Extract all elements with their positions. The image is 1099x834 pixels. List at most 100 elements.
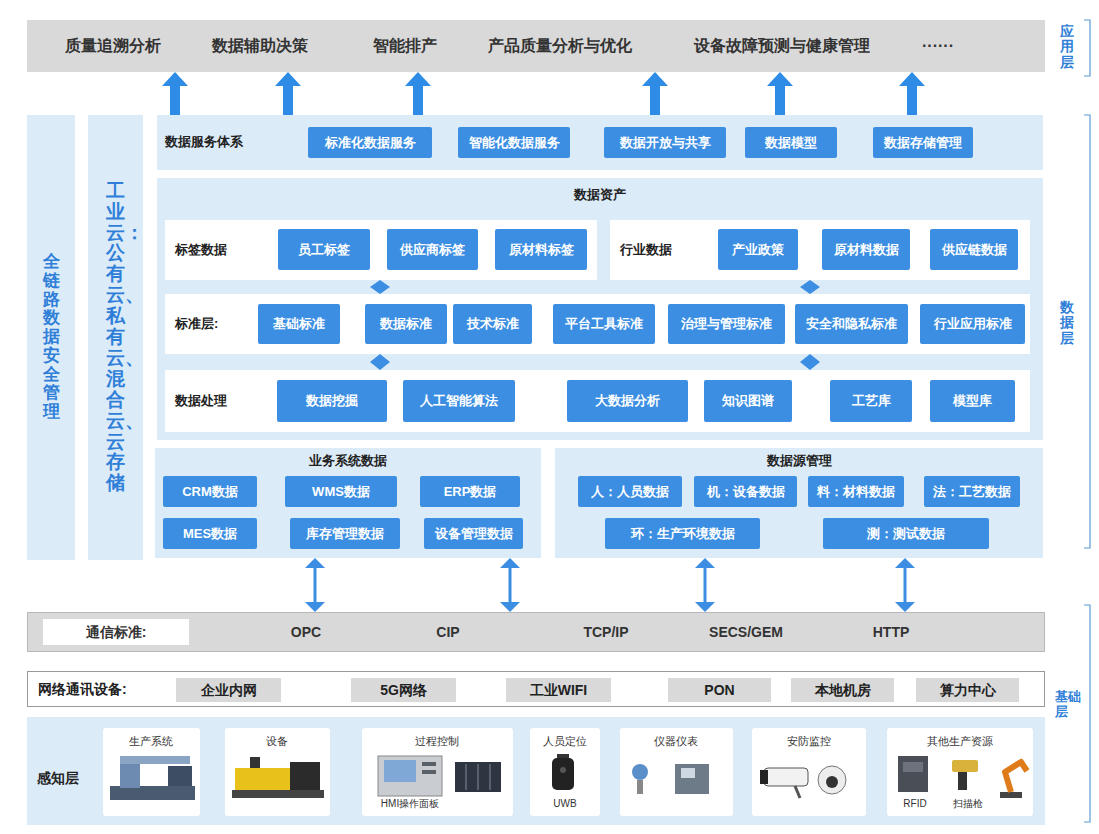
text-slot: 法：工艺数据 xyxy=(933,484,1011,500)
source-band: CRM数据WMS数据ERP数据MES数据库存管理数据设备管理数据业务系统数据 xyxy=(155,448,541,558)
text-slot: UWB xyxy=(553,798,576,810)
node-label: 企业内网 xyxy=(201,682,257,699)
arrow-head xyxy=(895,602,915,612)
text-slot: 仪器仪表 xyxy=(654,735,698,748)
camera-lens xyxy=(760,770,768,784)
text-slot: 机：设备数据 xyxy=(707,484,785,500)
node-label: WMS数据 xyxy=(312,484,370,500)
machine-cabinet xyxy=(168,766,192,786)
text-slot: 原材料标签 xyxy=(509,242,574,258)
text-slot: 数据处理 xyxy=(175,393,227,409)
node-label: RFID xyxy=(903,798,926,810)
layer-bracket xyxy=(1084,20,1090,822)
process-control-icon xyxy=(378,756,501,796)
arrow-shaft xyxy=(904,568,907,602)
text-slot: 安防监控 xyxy=(787,735,831,748)
hmi-screen xyxy=(384,760,416,782)
text-slot: 企业内网 xyxy=(201,682,257,699)
arrow-head xyxy=(405,72,431,86)
text-slot: 原材料数据 xyxy=(834,242,899,258)
text-slot: 5G网络 xyxy=(380,682,427,699)
node-label: 行业应用标准 xyxy=(934,316,1012,332)
arrow-head xyxy=(895,558,915,568)
network-device-box: 本地机房 xyxy=(791,678,894,702)
text-slot: 扫描枪 xyxy=(953,798,983,810)
text-slot: 技术标准 xyxy=(467,316,519,332)
instrument-icon xyxy=(632,764,709,794)
data-module-box: 知识图谱 xyxy=(704,380,792,422)
robot-arm xyxy=(1005,762,1027,792)
data-module-box: 行业应用标准 xyxy=(920,304,1025,344)
node-label: 工艺库 xyxy=(852,393,891,409)
scanner-handle xyxy=(958,772,967,790)
network-band: 企业内网5G网络工业WIFIPON本地机房算力中心网络通讯设备: xyxy=(27,671,1045,707)
flow-arrow xyxy=(800,354,820,370)
machine-base xyxy=(110,786,195,800)
meter-box xyxy=(675,764,709,794)
sensing-card: 生产系统 xyxy=(103,728,200,816)
flow-arrow xyxy=(695,558,715,612)
data-module-box: 法：工艺数据 xyxy=(924,476,1020,507)
data-module-box: 模型库 xyxy=(930,380,1015,422)
protocol-band: 通信标准:OPCCIPTCP/IPSECS/GEMHTTP xyxy=(27,612,1045,652)
text-slot: RFID xyxy=(903,798,926,810)
text-slot: TCP/IP xyxy=(583,624,628,641)
machine-column xyxy=(120,756,140,788)
text-slot: CIP xyxy=(436,624,459,641)
text-slot: 数据服务体系 xyxy=(165,134,243,150)
data-module-box: 原材料数据 xyxy=(822,229,910,270)
text-slot: 算力中心 xyxy=(940,682,996,699)
data-module-box: 产业政策 xyxy=(718,229,798,270)
text-slot: ······ xyxy=(922,36,954,55)
text-slot: 平台工具标准 xyxy=(565,316,643,332)
data-module-box: 原材料标签 xyxy=(495,229,587,270)
node-label: 模型库 xyxy=(953,393,992,409)
text-slot: 知识图谱 xyxy=(722,393,774,409)
data-module-box: 标准化数据服务 xyxy=(308,127,432,158)
node-label: 工业WIFI xyxy=(530,682,588,699)
sensing-card: 安防监控 xyxy=(752,728,866,816)
node-label: 技术标准 xyxy=(467,316,519,332)
text-slot: 人工智能算法 xyxy=(420,393,498,409)
layer-label-slot: 应用层 xyxy=(1060,24,1074,70)
text-slot: 工艺库 xyxy=(852,393,891,409)
camera-mount xyxy=(795,786,800,798)
injection-base xyxy=(232,790,324,798)
node-label: 测：测试数据 xyxy=(867,526,945,542)
text-slot: 设备 xyxy=(266,735,288,748)
node-label: 仪器仪表 xyxy=(654,735,698,748)
text-slot: ERP数据 xyxy=(444,484,497,500)
node-label: UWB xyxy=(553,798,576,810)
injection-body xyxy=(235,768,290,790)
text-slot: 全链路数据安全管理 xyxy=(43,253,60,421)
asset-band: 员工标签供应商标签原材料标签标签数据产业政策原材料数据供应链数据行业数据基础标准… xyxy=(157,178,1043,440)
network-device-box: 5G网络 xyxy=(351,678,456,702)
sensing-card: 其他生产资源 RFID 扫描枪 xyxy=(887,728,1033,816)
sensing-card: 设备 xyxy=(225,728,330,816)
security-band: 全链路数据安全管理 xyxy=(27,115,75,560)
text-slot: CRM数据 xyxy=(182,484,238,500)
node-label: 行业数据 xyxy=(620,242,672,258)
text-slot: 供应链数据 xyxy=(942,242,1007,258)
production-system-icon xyxy=(110,756,195,800)
text-slot: 数据挖掘 xyxy=(306,393,358,409)
node-label: 知识图谱 xyxy=(722,393,774,409)
uwb-tag-icon xyxy=(552,754,574,790)
node-label: HTTP xyxy=(873,624,910,641)
node-label: 业务系统数据 xyxy=(309,453,387,469)
text-slot: SECS/GEM xyxy=(709,624,783,641)
node-label: 其他生产资源 xyxy=(927,735,993,748)
layer-label: 数据层 xyxy=(1060,300,1074,346)
node-label: 生产系统 xyxy=(129,735,173,748)
protocol-title-box: 通信标准: xyxy=(43,619,189,645)
arrow-shaft xyxy=(704,568,707,602)
arrow-head xyxy=(500,602,520,612)
text-slot: 产品质量分析与优化 xyxy=(488,36,632,55)
data-module-box: 平台工具标准 xyxy=(553,304,655,344)
node-label: 通信标准: xyxy=(86,624,147,641)
text-slot: 库存管理数据 xyxy=(306,526,384,542)
node-label: 机：设备数据 xyxy=(707,484,785,500)
network-device-box: 算力中心 xyxy=(916,678,1019,702)
node-label: 安防监控 xyxy=(787,735,831,748)
node-label: 环：生产环境数据 xyxy=(631,526,735,542)
